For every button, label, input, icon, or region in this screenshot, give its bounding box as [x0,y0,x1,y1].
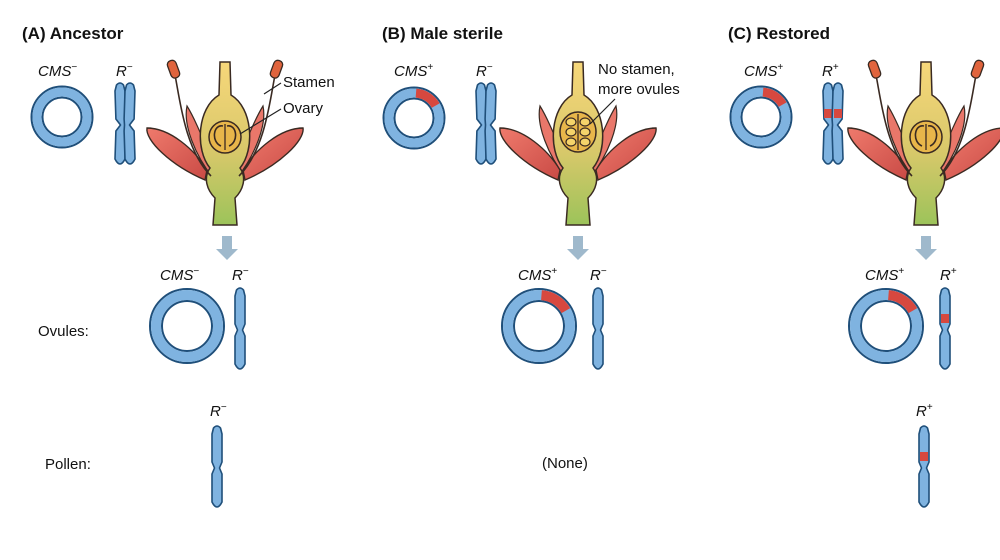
panel-title: (B) Male sterile [382,24,503,43]
pollen-chromosome: R+ [916,402,933,508]
ovule-plasmid: CMS+ [848,266,924,364]
ovule-plasmid: CMS+ [501,266,577,364]
flower-illustration [146,59,304,226]
panel-title: (A) Ancestor [22,24,124,43]
r-chromosome-pair: R− [114,62,136,165]
cms-gene-label: CMS+ [744,62,783,80]
ovule-chromosome: R+ [939,266,957,370]
down-arrow-icon [216,236,238,260]
r-chromosome-pair: R+ [822,62,844,165]
ovule-cms-label: CMS+ [518,266,557,284]
ovule-r-label: R− [590,266,607,284]
panel-male-sterile: (B) Male sterile CMS+ R− No stamen, more… [382,24,680,472]
pollen-chromosome: R− [210,402,227,508]
ovule-plasmid: CMS− [149,266,225,364]
ovule-chromosome: R− [590,266,607,370]
cms-plasmid: CMS+ [382,62,446,150]
ovule-r-label: R+ [940,266,957,284]
pollen-r-label: R− [210,402,227,420]
more-ovules-callout: more ovules [598,81,680,98]
r-gene-label: R− [476,62,493,80]
ovule-r-label: R− [232,266,249,284]
down-arrow-icon [915,236,937,260]
ovule-cms-label: CMS− [160,266,199,284]
ovary-callout: Ovary [283,100,324,117]
pollen-row-label: Pollen: [45,456,91,473]
cms-plasmid: CMS+ [729,62,793,149]
cms-gene-label: CMS+ [394,62,433,80]
stamen-callout: Stamen [283,74,335,91]
cms-plasmid: CMS− [30,62,94,149]
ovules-row-label: Ovules: [38,323,89,340]
r-chromosome-pair: R− [475,62,497,165]
ovule-cms-label: CMS+ [865,266,904,284]
ovary-leader-line [239,108,282,135]
cms-gene-label: CMS− [38,62,77,80]
pollen-none-label: (None) [542,455,588,472]
no-stamen-callout: No stamen, [598,61,675,78]
ovule-chromosome: R− [232,266,249,370]
panel-title: (C) Restored [728,24,830,43]
r-gene-label: R+ [822,62,839,80]
ovules-leader-line [589,98,616,125]
r-gene-label: R− [116,62,133,80]
pollen-r-label: R+ [916,402,933,420]
stamen-leader-line [263,82,282,95]
panel-restored: (C) Restored CMS+ R+ CMS+ R+ R+ [728,24,1000,508]
flower-illustration [847,59,1000,226]
panel-ancestor: (A) Ancestor CMS− R− Stamen Ovary CMS− R… [22,24,335,508]
down-arrow-icon [567,236,589,260]
flower-illustration [499,61,657,226]
